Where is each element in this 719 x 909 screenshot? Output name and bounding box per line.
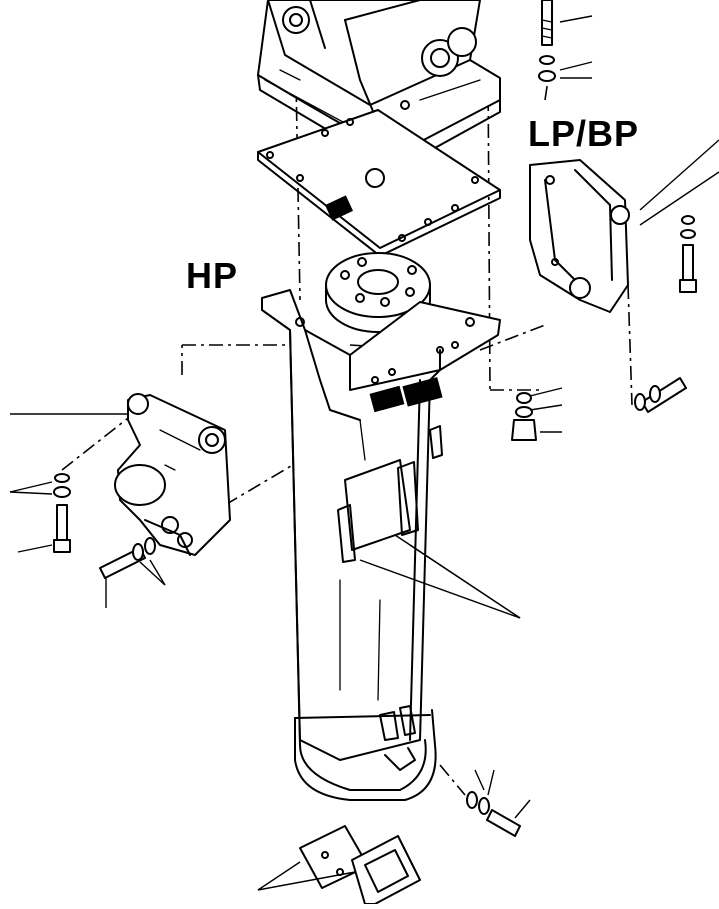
main-body: [261, 289, 501, 801]
alignment-axes: [61, 69, 633, 796]
loose-wear-pads: [299, 825, 421, 905]
mounting-plate: [257, 109, 501, 257]
top-bracket: [257, 0, 501, 171]
hp-label: HP: [186, 255, 239, 296]
hp-side-bracket: [114, 393, 231, 556]
wear-plates: [337, 459, 419, 563]
lp-bp-label: LP/BP: [528, 113, 640, 154]
leader-lines: [9, 15, 719, 891]
swivel-ring: [325, 252, 431, 333]
fasteners: [53, 0, 697, 837]
lpbp-side-bracket: [529, 159, 630, 313]
